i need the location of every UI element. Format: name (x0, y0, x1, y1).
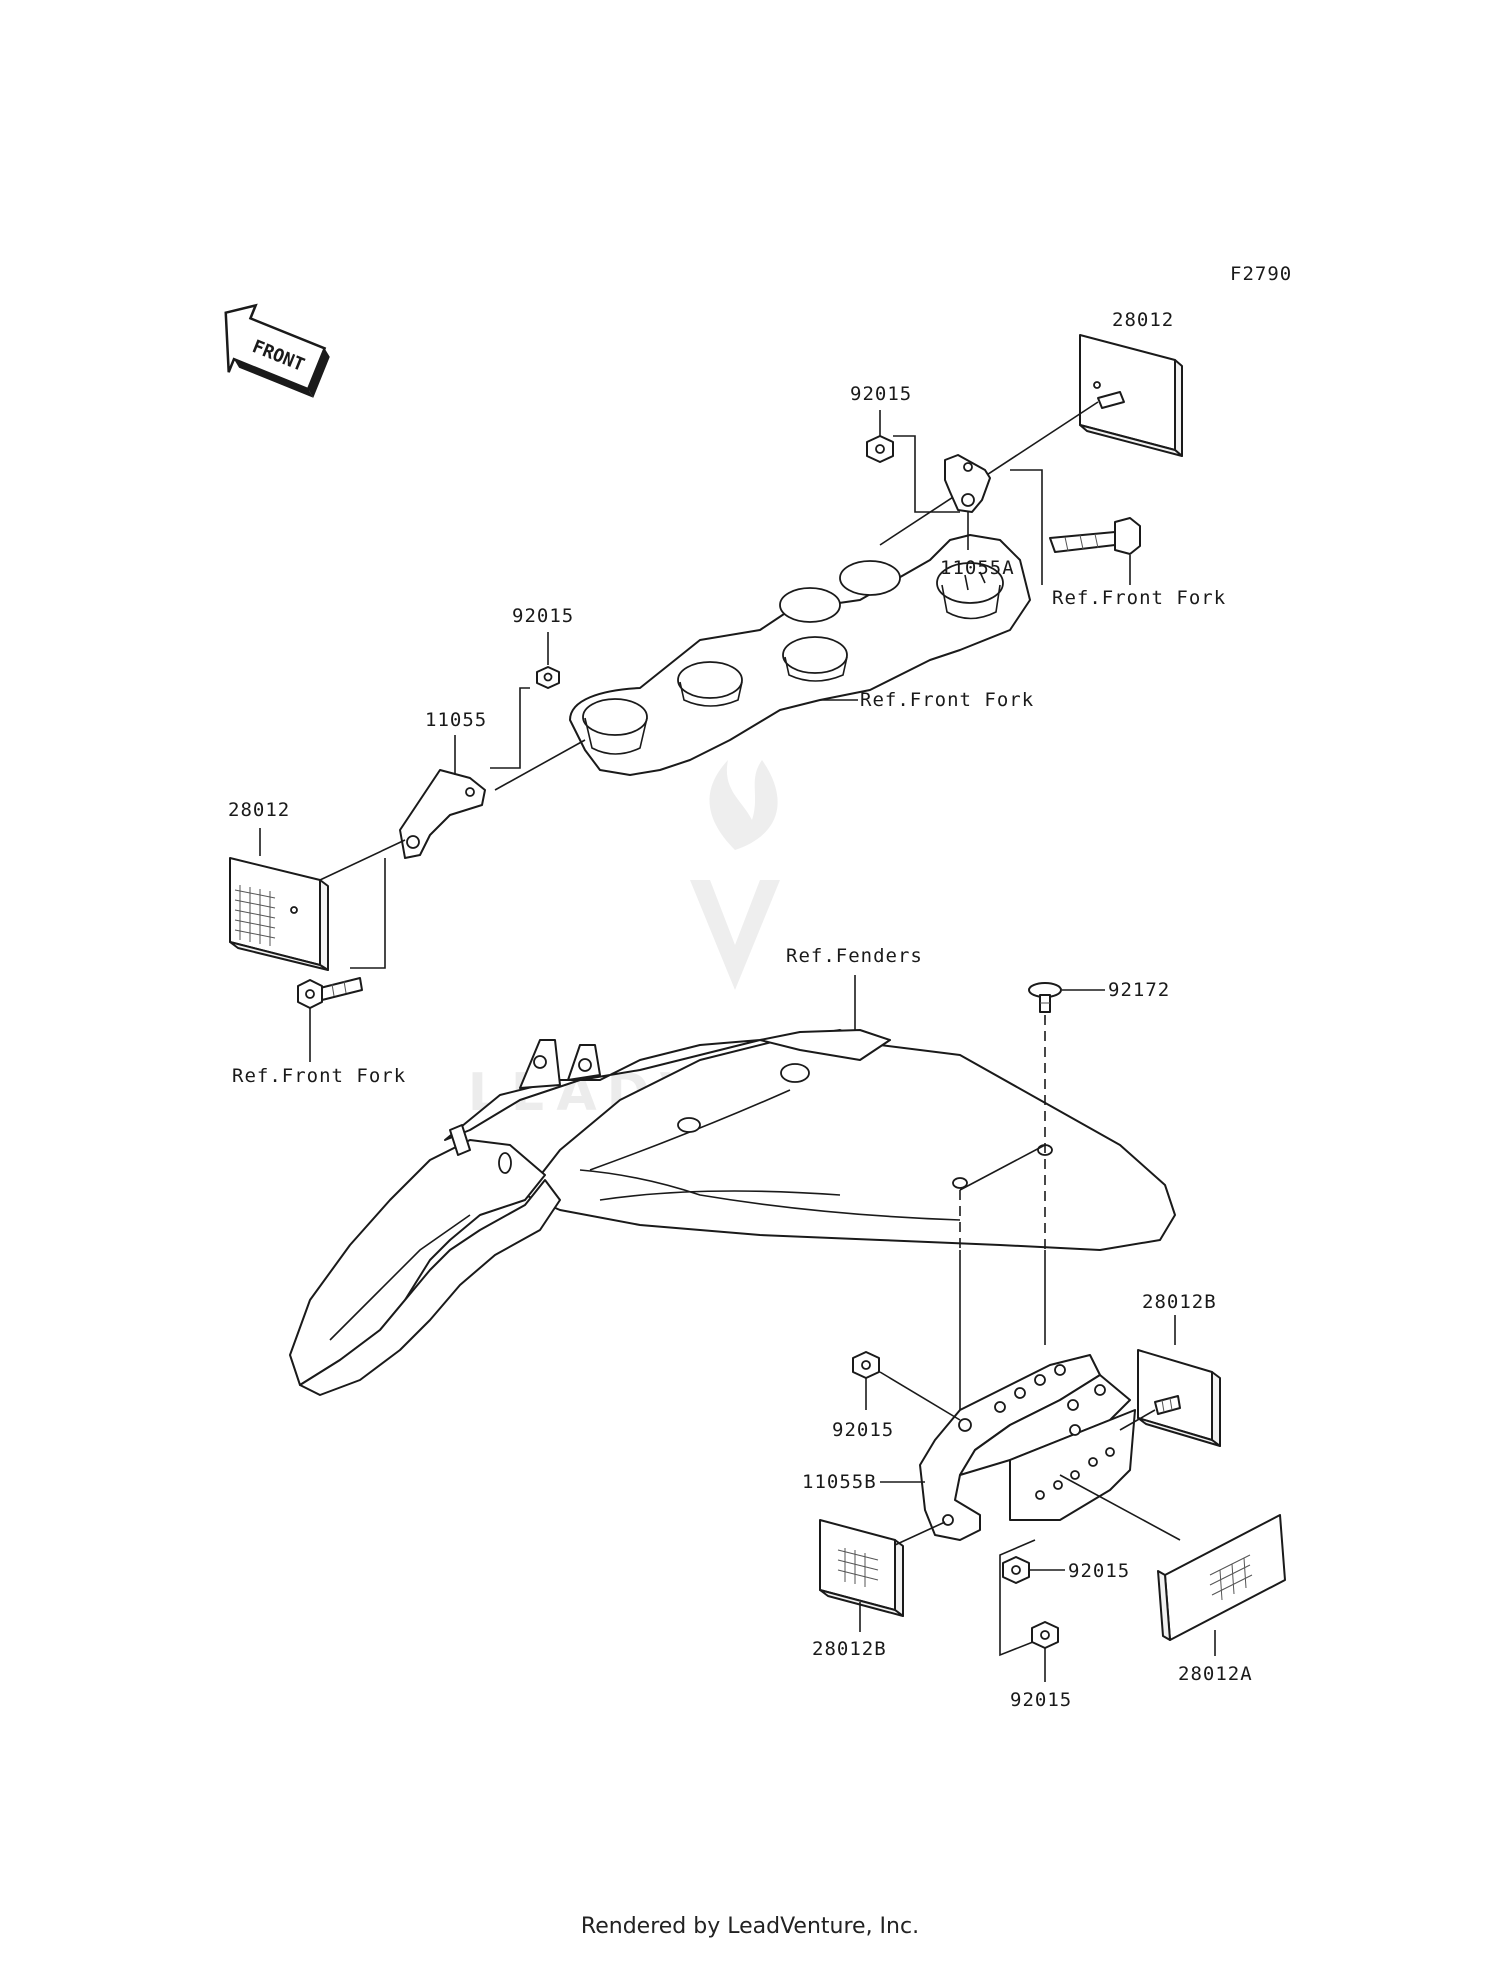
label-28012B-lower: 28012B (812, 1638, 887, 1660)
bolt-upper-right (1049, 517, 1141, 555)
label-ref-front-fork-left: Ref.Front Fork (232, 1065, 406, 1087)
reflector-side-lower (819, 1519, 904, 1617)
bracket-upper-left (399, 769, 486, 859)
front-direction-badge: FRONT (224, 303, 330, 398)
label-28012-upper-left: 28012 (228, 799, 290, 821)
reflector-upper-left (229, 857, 329, 971)
front-fender (289, 1029, 1176, 1396)
label-ref-front-fork-upper-right: Ref.Front Fork (1052, 587, 1226, 609)
bolt-upper-left (297, 977, 363, 1009)
bracket-upper-right (944, 454, 991, 513)
label-11055: 11055 (425, 709, 487, 731)
label-11055A: 11055A (940, 557, 1015, 579)
label-11055B: 11055B (802, 1471, 877, 1493)
nut-lower-b (1002, 1556, 1030, 1584)
nut-upper-left (536, 666, 560, 689)
label-28012A: 28012A (1178, 1663, 1253, 1685)
label-92015-upper-right: 92015 (850, 383, 912, 405)
reflector-upper-right (1079, 334, 1183, 457)
bracket-lower (919, 1354, 1136, 1541)
label-92172: 92172 (1108, 979, 1170, 1001)
nut-lower-c (1031, 1621, 1059, 1649)
figure-code: F2790 (1230, 263, 1292, 285)
nut-upper-right (866, 435, 894, 463)
label-92015-lower-b: 92015 (1068, 1560, 1130, 1582)
label-ref-front-fork-center: Ref.Front Fork (860, 689, 1034, 711)
reflector-pattern-upper-left (234, 885, 276, 946)
label-92015-upper-left: 92015 (512, 605, 574, 627)
label-92015-lower-c: 92015 (1010, 1689, 1072, 1711)
label-92015-lower-a: 92015 (832, 1419, 894, 1441)
label-28012B-upper: 28012B (1142, 1291, 1217, 1313)
triple-clamp (569, 534, 1031, 776)
screw-92172 (1028, 982, 1062, 1013)
reflector-pattern-side-lower (837, 1548, 879, 1587)
reflector-side-upper (1137, 1349, 1221, 1447)
reflector-pattern-front-lower (1209, 1554, 1253, 1601)
footer-rendered-by: Rendered by LeadVenture, Inc. (580, 1914, 920, 1939)
reflector-front-lower (1157, 1514, 1286, 1641)
label-ref-fenders: Ref.Fenders (786, 945, 923, 967)
nut-lower-a (852, 1351, 880, 1379)
label-28012-upper-right: 28012 (1112, 309, 1174, 331)
